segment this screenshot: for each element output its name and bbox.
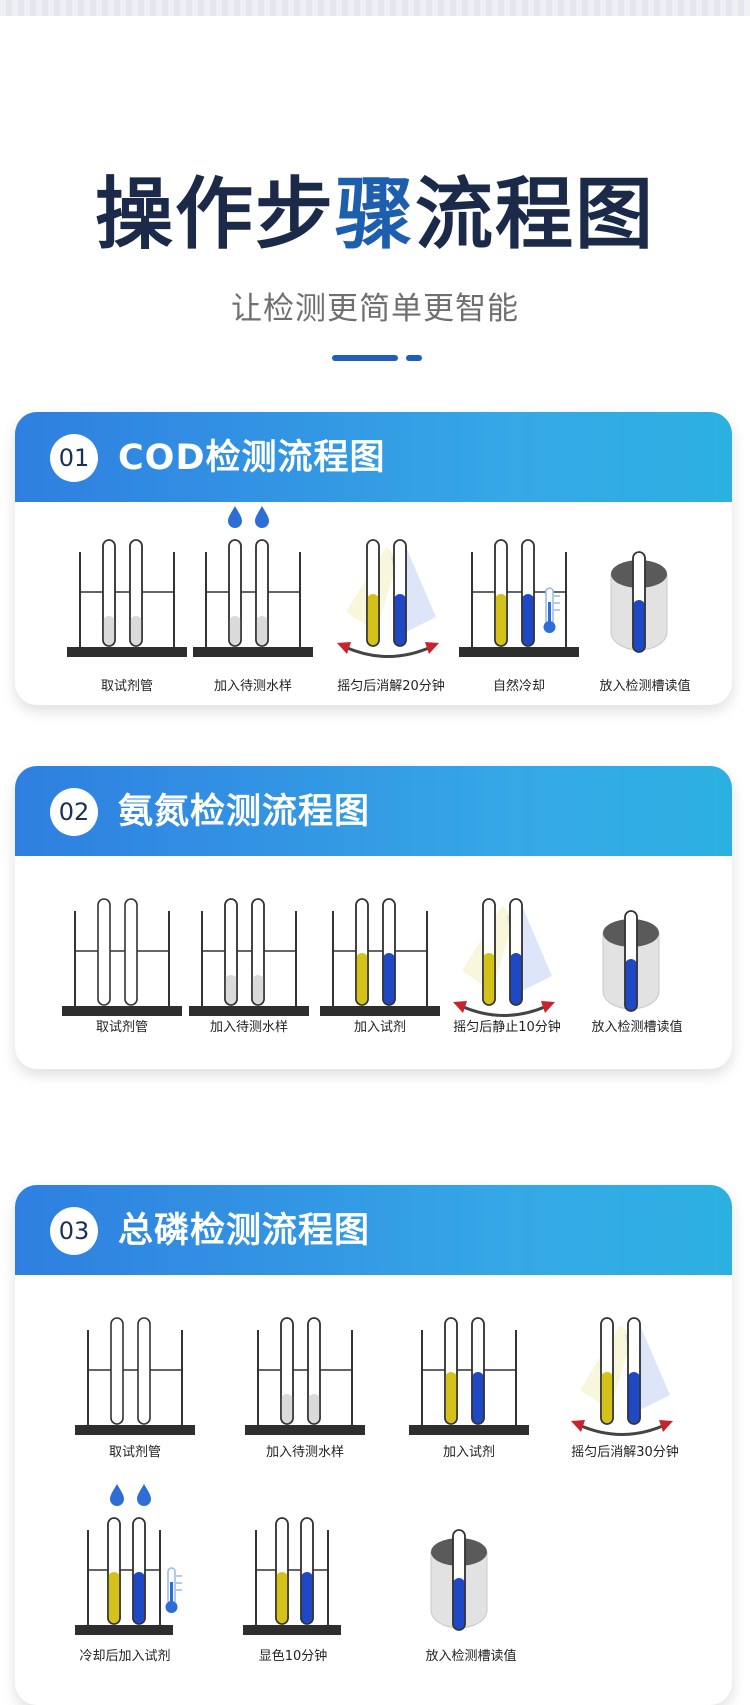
step-label: 取试剂管 — [95, 1020, 148, 1035]
step-label: 冷却后加入试剂 — [79, 1649, 171, 1664]
card-title: 氨氮检测流程图 — [118, 792, 371, 832]
process-step: 加入待测水样 — [245, 1310, 365, 1490]
ammonia-process-card: 02 氨氮检测流程图 取试剂管 加入待测水样 — [15, 766, 732, 1069]
step-label: 摇匀后消解30分钟 — [571, 1445, 679, 1460]
title-part-3: 流程图 — [415, 170, 656, 260]
rack-drop-sample-icon — [193, 506, 313, 657]
title-underline-long — [332, 355, 398, 361]
rack-reagent-icon — [409, 1317, 529, 1435]
rack-sample-icon — [189, 898, 309, 1016]
page-title: 操作步骤流程图 — [0, 170, 750, 260]
process-step: 显色10分钟 — [243, 1510, 363, 1690]
step-label: 加入试剂 — [353, 1020, 406, 1035]
card-header — [15, 412, 732, 502]
step-label: 加入待测水样 — [265, 1445, 344, 1460]
step-label: 摇匀后消解20分钟 — [337, 679, 445, 694]
process-step: 取试剂管 — [67, 532, 187, 705]
card-header — [15, 1185, 732, 1275]
step-label: 取试剂管 — [100, 679, 153, 694]
process-step: 取试剂管 — [75, 1310, 195, 1490]
process-step: 摇匀后静止10分钟 — [447, 891, 567, 1069]
step-label: 显色10分钟 — [258, 1649, 328, 1664]
top-decorative-strip — [0, 0, 750, 16]
step-label: 放入检测槽读值 — [599, 679, 691, 694]
detection-slot-icon — [430, 1529, 488, 1631]
phosphorus-process-card: 03 总磷检测流程图 取试剂管 加入待测水样 — [15, 1185, 732, 1705]
rack-empty-icon — [67, 539, 187, 657]
shake-tubes-icon — [453, 898, 555, 1017]
process-step: 加入试剂 — [409, 1310, 529, 1490]
process-step: 放入检测槽读值 — [585, 532, 705, 705]
card-title: 总磷检测流程图 — [118, 1211, 371, 1251]
process-step: 摇匀后消解20分钟 — [331, 532, 451, 705]
page-subtitle: 让检测更简单更智能 — [231, 291, 519, 327]
step-label: 加入待测水样 — [209, 1020, 288, 1035]
title-underline-short — [406, 355, 422, 361]
card-number: 03 — [50, 1207, 98, 1255]
card-number: 02 — [50, 788, 98, 836]
step-label: 摇匀后静止10分钟 — [453, 1020, 561, 1035]
step-label: 取试剂管 — [108, 1445, 161, 1460]
process-step: 取试剂管 — [62, 891, 182, 1069]
detection-slot-icon — [602, 910, 660, 1012]
rack-sample-icon — [245, 1317, 365, 1435]
rack-cooling-drop-icon — [75, 1484, 182, 1635]
card-title: COD检测流程图 — [118, 438, 386, 478]
rack-reagent-icon — [320, 898, 440, 1016]
shake-tubes-icon — [337, 539, 439, 658]
detection-slot-icon — [610, 551, 668, 653]
process-step: 放入检测槽读值 — [577, 891, 697, 1069]
step-label: 加入试剂 — [442, 1445, 495, 1460]
step-label: 加入待测水样 — [213, 679, 292, 694]
rack-cooling-icon — [459, 539, 579, 657]
rack-reagent-icon — [243, 1517, 341, 1635]
rack-empty-icon — [75, 1317, 195, 1435]
process-step: 冷却后加入试剂 — [75, 1484, 195, 1690]
process-step: 放入检测槽读值 — [405, 1510, 525, 1690]
process-step: 加入试剂 — [320, 891, 440, 1069]
step-label: 自然冷却 — [492, 679, 545, 694]
title-part-2: 骤 — [334, 170, 415, 260]
step-label: 放入检测槽读值 — [425, 1649, 517, 1664]
rack-empty-icon — [62, 898, 182, 1016]
shake-tubes-icon — [571, 1317, 673, 1436]
card-header — [15, 766, 732, 856]
card-number: 01 — [50, 434, 98, 482]
process-step: 加入待测水样 — [189, 891, 309, 1069]
step-label: 放入检测槽读值 — [591, 1020, 683, 1035]
cod-process-card: 01 COD检测流程图 取试剂管 — [15, 412, 732, 705]
title-part-1: 操作步 — [94, 170, 335, 260]
process-step: 摇匀后消解30分钟 — [565, 1310, 685, 1490]
process-step: 加入待测水样 — [193, 506, 313, 705]
process-step: 自然冷却 — [459, 532, 579, 705]
